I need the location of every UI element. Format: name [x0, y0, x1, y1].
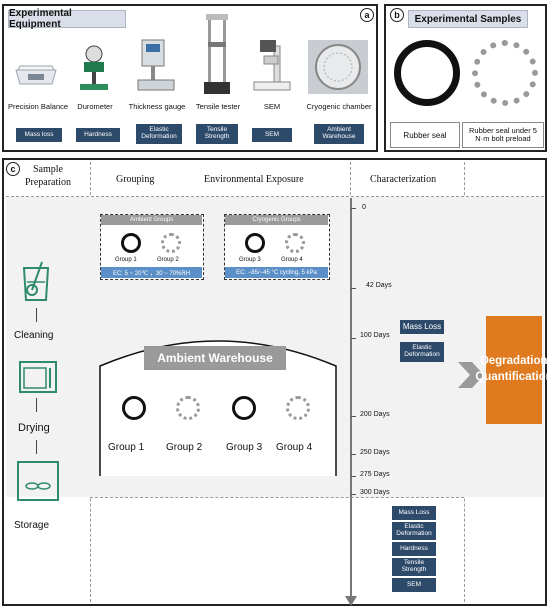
- day-250: 250 Days: [360, 449, 390, 456]
- column-header-characterization: Characterization: [370, 174, 437, 185]
- metric-sem: SEM: [252, 128, 292, 142]
- panel-a-label: a: [360, 8, 374, 22]
- ambient-group-2-label: Group 2: [157, 257, 179, 263]
- equipment-name-balance: Precision Balance: [8, 102, 69, 111]
- prep-step-storage: Storage: [14, 520, 50, 531]
- group-2-ring: [161, 233, 181, 253]
- warehouse-group-3-ring: [232, 396, 256, 420]
- cryogenic-ec: EC: −85/−45 °C cycling, 5 kPa: [225, 267, 328, 278]
- equipment-name-tensile: Tensile tester: [195, 102, 241, 111]
- storage-chamber-icon: [17, 461, 59, 501]
- equipment-name-sem: SEM: [263, 102, 281, 111]
- rubber-seal-image: [394, 40, 460, 106]
- group-3-ring: [245, 233, 265, 253]
- warehouse-group-4-ring: [286, 396, 310, 420]
- column-header-exposure: Environmental Exposure: [204, 174, 304, 185]
- warehouse-group-2-ring: [176, 396, 200, 420]
- panel-b-header: Experimental Samples: [408, 10, 528, 28]
- grid-line-header: [6, 196, 544, 197]
- ambient-group-1-label: Group 1: [115, 257, 137, 263]
- char-300-mass-loss: Mass Loss: [392, 506, 436, 520]
- warehouse-group-2-label: Group 2: [166, 442, 203, 453]
- metric-ambient-warehouse: Ambient Warehouse: [314, 124, 364, 144]
- column-header-grouping: Grouping: [116, 174, 155, 185]
- warehouse-outline: [99, 340, 337, 476]
- tick-200: [351, 416, 356, 417]
- durometer-icon: [80, 45, 108, 90]
- warehouse-group-1-label: Group 1: [108, 442, 145, 453]
- tick-0: [351, 208, 356, 209]
- arrow-down-3: [36, 440, 37, 454]
- sem-icon: [253, 40, 291, 91]
- equipment-name-cryogenic: Cryogenic chamber: [306, 102, 372, 111]
- tick-100: [351, 338, 356, 339]
- tick-300: [351, 494, 356, 495]
- panel-a: Experimental Equipment a Precision Balan…: [2, 4, 378, 152]
- metric-elastic-deformation: Elastic Deformation: [136, 124, 182, 144]
- day-300: 300 Days: [360, 489, 390, 496]
- tick-250: [351, 454, 356, 455]
- thickness-gauge-icon: [137, 39, 175, 91]
- cryogenic-group-3-label: Group 3: [239, 257, 261, 263]
- tick-42: [351, 288, 356, 289]
- panel-c-label: c: [6, 162, 20, 176]
- cryogenic-group-4-label: Group 4: [281, 257, 303, 263]
- panel-c: c Sample Preparation Grouping Environmen…: [2, 158, 550, 606]
- char-300-tensile-strength: Tensile Strength: [392, 558, 436, 576]
- char-100-elastic-deformation: Elastic Deformation: [400, 342, 444, 362]
- timeline-arrow-icon: [345, 596, 357, 606]
- sample-name-rubber-seal: Rubber seal: [390, 122, 460, 148]
- panel-a-header: Experimental Equipment: [8, 8, 126, 30]
- oven-icon: [19, 361, 57, 393]
- timeline-axis: [350, 198, 352, 598]
- day-0: 0: [362, 204, 366, 211]
- tensile-tester-icon: [204, 14, 230, 94]
- prep-step-cleaning: Cleaning: [14, 330, 54, 341]
- sample-name-preloaded-seal: Rubber seal under 5 N·m bolt preload: [462, 122, 544, 148]
- metric-hardness: Hardness: [76, 128, 120, 142]
- char-300-elastic-deformation: Elastic Deformation: [392, 522, 436, 540]
- preloaded-seal-image: [472, 40, 538, 106]
- cryogenic-groups-box: Cryogenic Groups Group 3 Group 4 EC: −85…: [224, 214, 330, 280]
- warehouse-title: Ambient Warehouse: [144, 346, 286, 370]
- day-100: 100 Days: [360, 332, 390, 339]
- warehouse-group-3-label: Group 3: [226, 442, 263, 453]
- warehouse-group-4-label: Group 4: [276, 442, 313, 453]
- metric-tensile-strength: Tensile Strength: [196, 124, 238, 144]
- ambient-groups-title: Ambient Groups: [101, 215, 202, 225]
- panel-b: b Experimental Samples Rubber seal Rubbe…: [384, 4, 547, 152]
- arrow-down-2: [36, 398, 37, 412]
- metric-mass-loss: Mass loss: [16, 128, 62, 142]
- group-1-ring: [121, 233, 141, 253]
- char-300-hardness: Hardness: [392, 542, 436, 556]
- beaker-icon: [22, 261, 50, 301]
- grid-line-300-days: [90, 497, 464, 498]
- day-275: 275 Days: [360, 471, 390, 478]
- column-header-prep: Sample Preparation: [24, 164, 72, 188]
- equipment-name-durometer: Durometer: [77, 102, 113, 111]
- equipment-name-thickness: Thickness gauge: [128, 102, 186, 111]
- prep-step-drying: Drying: [18, 422, 50, 434]
- panel-b-label: b: [390, 8, 404, 22]
- tick-275: [351, 476, 356, 477]
- ambient-groups-box: Ambient Groups Group 1 Group 2 EC: 5 ~ 2…: [100, 214, 204, 280]
- chevron-right-icon: [458, 362, 484, 388]
- group-4-ring: [285, 233, 305, 253]
- ambient-ec: EC: 5 ~ 20℃ ，30 ~ 70%RH: [101, 267, 202, 278]
- warehouse-group-1-ring: [122, 396, 146, 420]
- cryogenic-groups-title: Cryogenic Groups: [225, 215, 328, 225]
- arrow-down-1: [36, 308, 37, 322]
- day-42: 42 Days: [366, 282, 392, 289]
- cryogenic-chamber-icon: [308, 40, 368, 94]
- precision-balance-icon: [15, 65, 57, 85]
- day-200: 200 Days: [360, 411, 390, 418]
- degradation-quantification-box: Degradation Quantification: [475, 316, 550, 424]
- char-300-sem: SEM: [392, 578, 436, 592]
- char-100-mass-loss: Mass Loss: [400, 320, 444, 334]
